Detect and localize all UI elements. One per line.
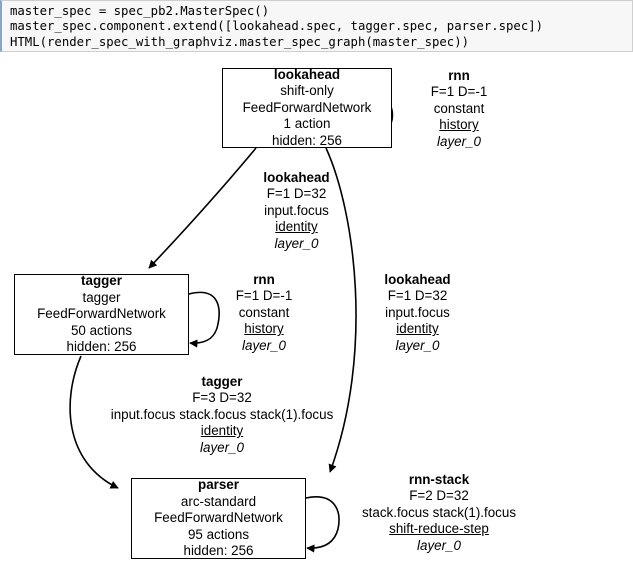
edge-label-tagger-to-parser: tagger F=3 D=32 input.focus stack.focus … [77,374,367,456]
node-tagger-transition: tagger [82,289,121,305]
edge-label-features: stack.focus stack(1).focus [361,504,517,520]
edge-label-name: tagger [201,374,243,389]
node-tagger-network: FeedForwardNetwork [37,306,166,322]
edge-label-name: rnn-stack [408,472,470,487]
node-tagger-hidden: hidden: 256 [66,339,137,355]
edge-label-parser-self: rnn-stack F=2 D=32 stack.focus stack(1).… [325,472,553,554]
node-parser-transition: arc-standard [180,493,257,509]
edge-lookahead-to-tagger [148,147,257,269]
node-parser-title: parser [198,477,239,493]
node-lookahead-hidden: hidden: 256 [272,132,342,148]
edge-label-layer: layer_0 [417,537,461,553]
code-cell[interactable]: master_spec = spec_pb2.MasterSpec() mast… [0,0,633,52]
node-tagger-title: tagger [81,273,122,289]
edge-tagger-self [188,291,220,348]
master-spec-graph: lookahead shift-only FeedForwardNetwork … [0,52,633,578]
node-parser-hidden: hidden: 256 [183,543,254,559]
edge-label-name: lookahead [384,272,451,287]
node-parser-actions: 95 actions [187,526,250,542]
code-line-1: master_spec = spec_pb2.MasterSpec() [10,4,270,18]
edge-label-layer: layer_0 [437,133,481,149]
edge-label-features: constant [238,304,290,320]
node-lookahead-network: FeedForwardNetwork [242,99,372,115]
code-line-2: master_spec.component.extend([lookahead.… [10,19,544,34]
node-lookahead-actions: 1 action [283,116,331,132]
edge-label-features: input.focus [385,304,450,320]
edge-label-fd: F=1 D=32 [266,186,327,202]
graph-edges-layer [69,89,394,553]
edge-label-fd: F=3 D=32 [192,390,252,406]
edge-label-fd: F=1 D=32 [387,288,448,304]
edge-label-layer: layer_0 [200,439,244,455]
edge-label-name: rnn [253,272,275,287]
edge-label-translator: history [244,321,284,337]
edge-label-features: input.focus stack.focus stack(1).focus [110,406,334,422]
edge-label-layer: layer_0 [242,337,286,353]
edge-label-fd: F=1 D=-1 [430,84,488,100]
node-tagger[interactable]: tagger tagger FeedForwardNetwork 50 acti… [14,273,189,355]
edge-label-lookahead-to-parser: lookahead F=1 D=32 input.focus identity … [350,272,485,354]
edge-label-layer: layer_0 [395,337,440,353]
edge-tagger-to-parser [69,355,119,489]
code-line-3: HTML(render_spec_with_graphviz.master_sp… [10,34,470,49]
edge-label-name: lookahead [263,170,330,185]
node-parser-network: FeedForwardNetwork [154,510,283,526]
edge-label-layer: layer_0 [274,235,319,251]
edge-label-features: input.focus [264,202,329,218]
edge-label-tagger-self: rnn F=1 D=-1 constant history layer_0 [205,272,323,354]
edge-label-translator: identity [275,219,318,235]
edge-label-lookahead-to-tagger: lookahead F=1 D=32 input.focus identity … [229,170,364,252]
edge-label-translator: identity [396,321,439,337]
edge-label-translator: identity [200,423,244,439]
node-tagger-actions: 50 actions [70,322,133,338]
edge-label-lookahead-self: rnn F=1 D=-1 constant history layer_0 [400,68,518,150]
edge-label-translator: history [439,117,479,133]
node-parser[interactable]: parser arc-standard FeedForwardNetwork 9… [131,477,306,559]
edge-label-name: rnn [448,68,470,83]
edge-lookahead-to-parser [325,147,357,473]
node-lookahead[interactable]: lookahead shift-only FeedForwardNetwork … [222,66,392,148]
edge-label-translator: shift-reduce-step [389,521,489,537]
edge-parser-self [305,496,340,553]
edge-label-features: constant [433,100,485,116]
node-lookahead-title: lookahead [273,66,341,82]
edge-label-fd: F=2 D=32 [409,488,469,504]
edge-label-fd: F=1 D=-1 [235,288,293,304]
node-lookahead-transition: shift-only [280,83,334,99]
